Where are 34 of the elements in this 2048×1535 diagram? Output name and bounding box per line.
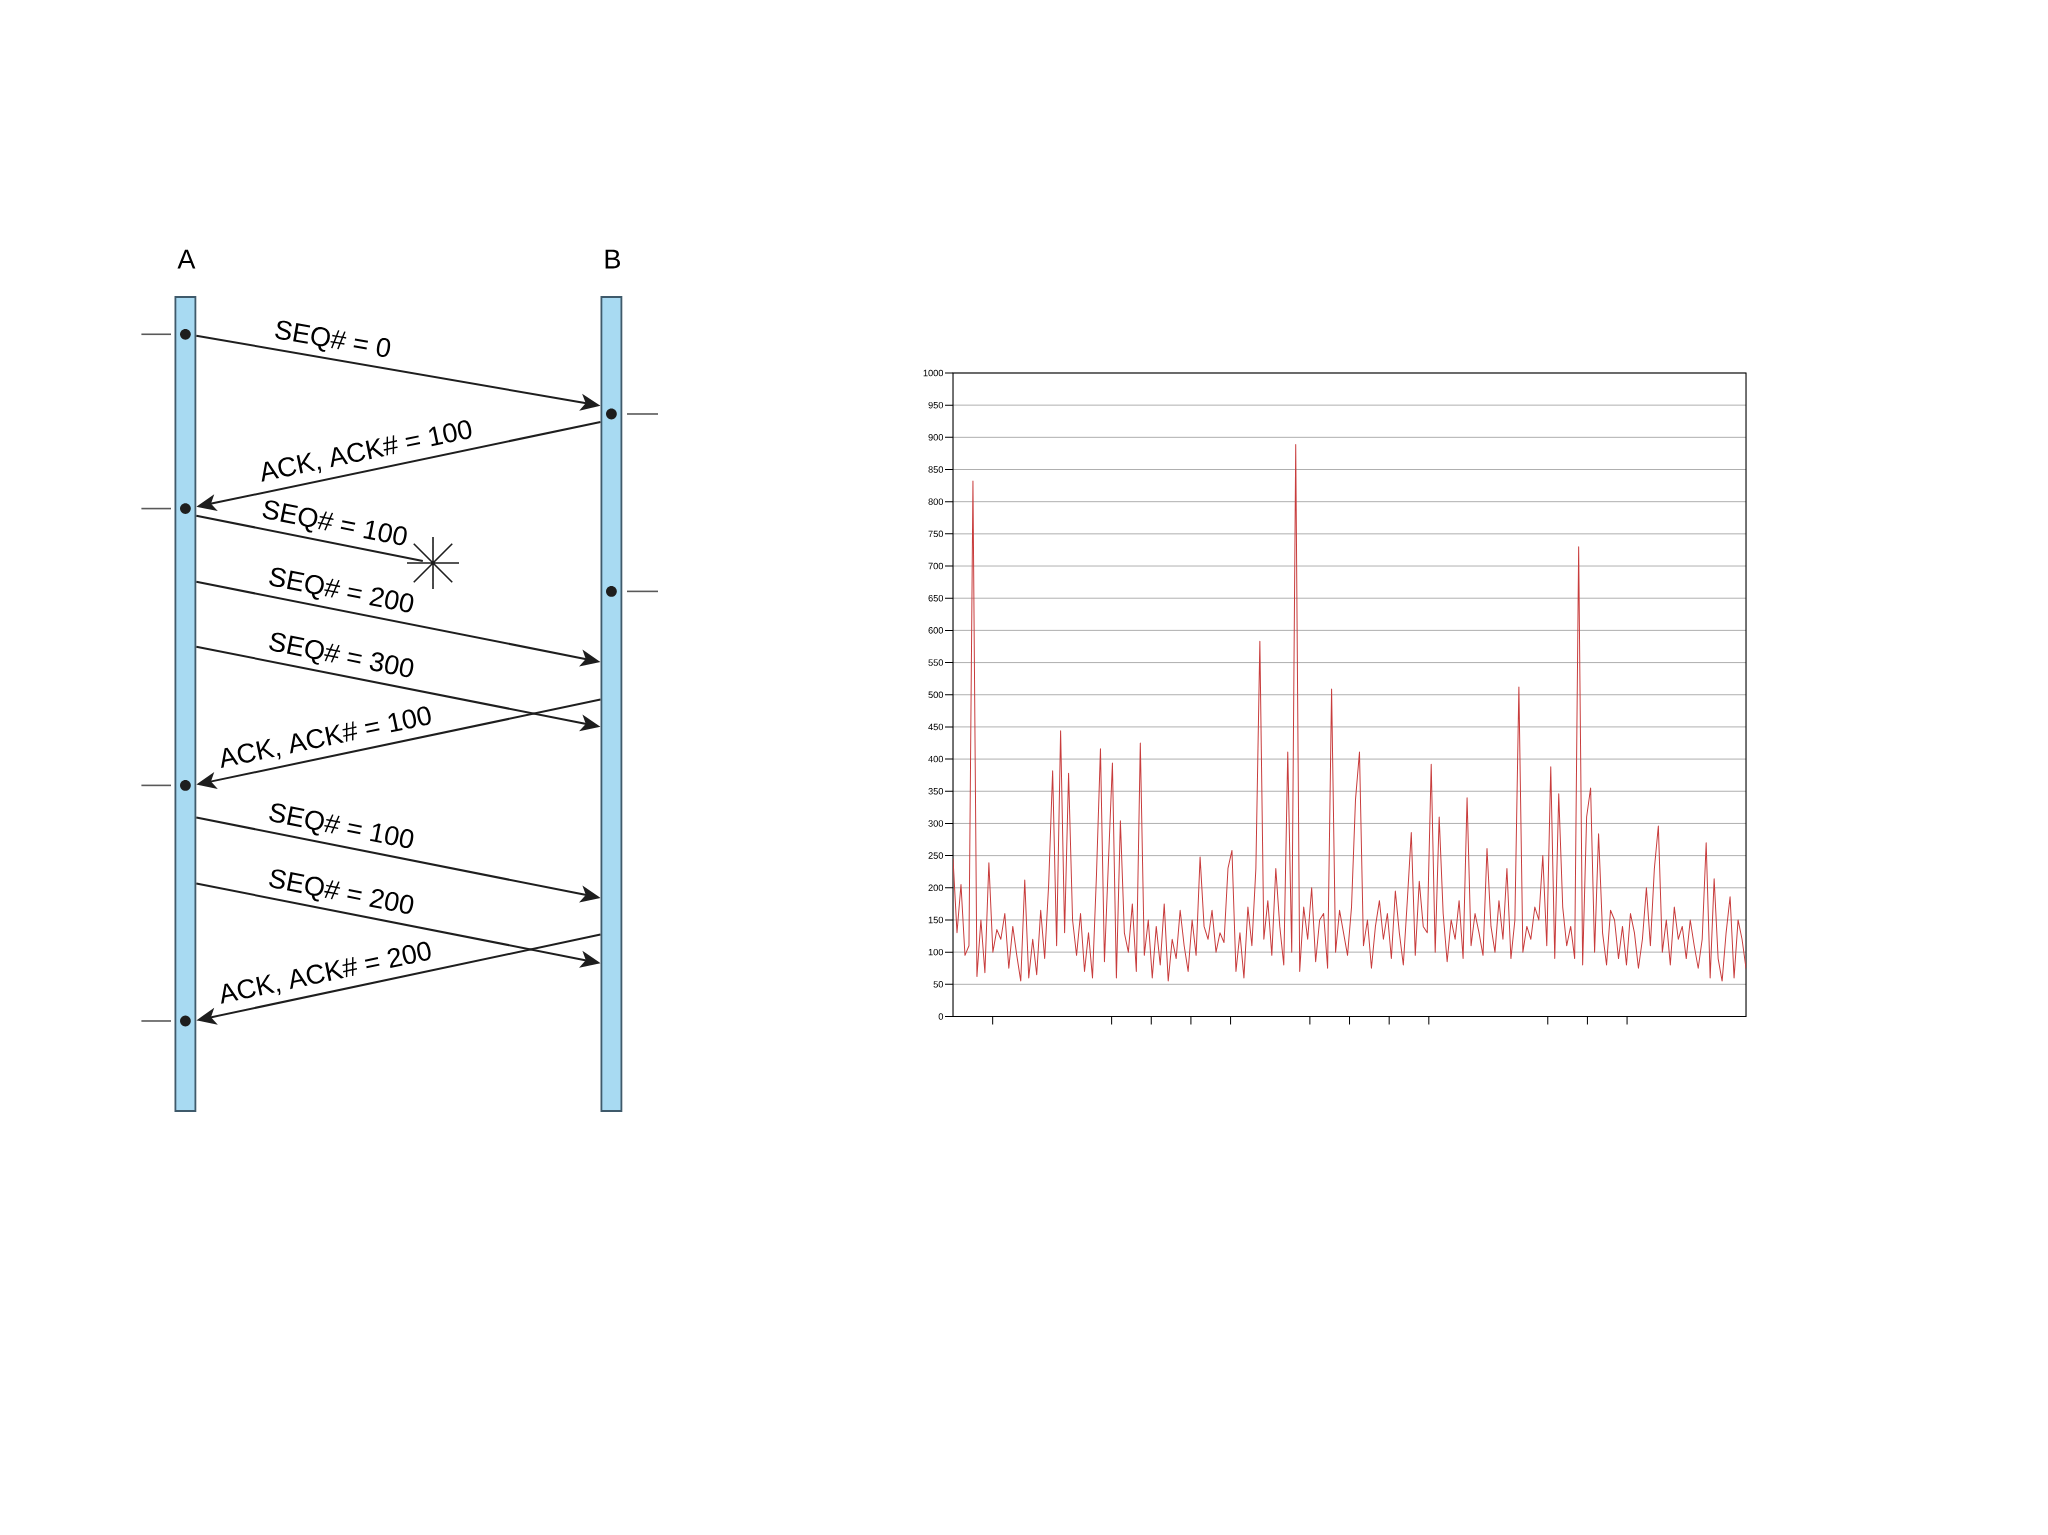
y-tick-label: 200 xyxy=(928,884,944,892)
edge-label: SEQ# = 0 xyxy=(275,320,391,357)
y-tick-label: 500 xyxy=(928,691,944,698)
y-tick-label: 50 xyxy=(933,981,944,988)
edge-label: ACK, ACK# = 100 xyxy=(221,706,431,768)
lifeline-label: A xyxy=(177,249,196,269)
edge-label: SEQ# = 200 xyxy=(269,869,414,914)
edge-label: ACK, ACK# = 200 xyxy=(221,941,431,1004)
y-tick-label: 400 xyxy=(928,755,944,763)
y-tick-label: 900 xyxy=(928,434,944,441)
y-tick-label: 100 xyxy=(928,948,944,956)
y-tick-label: 650 xyxy=(928,594,944,602)
y-tick-label: 700 xyxy=(928,562,944,570)
line-series xyxy=(953,443,1747,982)
y-tick-label: 550 xyxy=(928,659,944,666)
edge-label: SEQ# = 100 xyxy=(269,803,414,849)
edge-label: SEQ# = 100 xyxy=(262,500,407,546)
edge-label: ACK, ACK# = 100 xyxy=(261,420,472,482)
y-tick-label: 300 xyxy=(928,820,944,827)
y-tick-label: 0 xyxy=(938,1013,944,1020)
y-tick-label: 600 xyxy=(928,627,944,634)
y-tick-label: 850 xyxy=(928,466,944,473)
y-tick-label: 750 xyxy=(928,530,944,538)
y-tick-label: 250 xyxy=(928,852,944,859)
y-tick-label: 950 xyxy=(928,401,944,409)
connector-line xyxy=(195,514,424,562)
y-tick-label: 1000 xyxy=(923,369,944,377)
lifeline-label: B xyxy=(605,249,620,269)
y-tick-label: 150 xyxy=(928,916,944,924)
y-tick-label: 800 xyxy=(928,498,944,505)
y-tick-label: 450 xyxy=(928,723,944,731)
edge-label: SEQ# = 200 xyxy=(269,567,414,613)
edge-label: SEQ# = 300 xyxy=(269,632,414,678)
y-tick-label: 350 xyxy=(928,788,944,795)
